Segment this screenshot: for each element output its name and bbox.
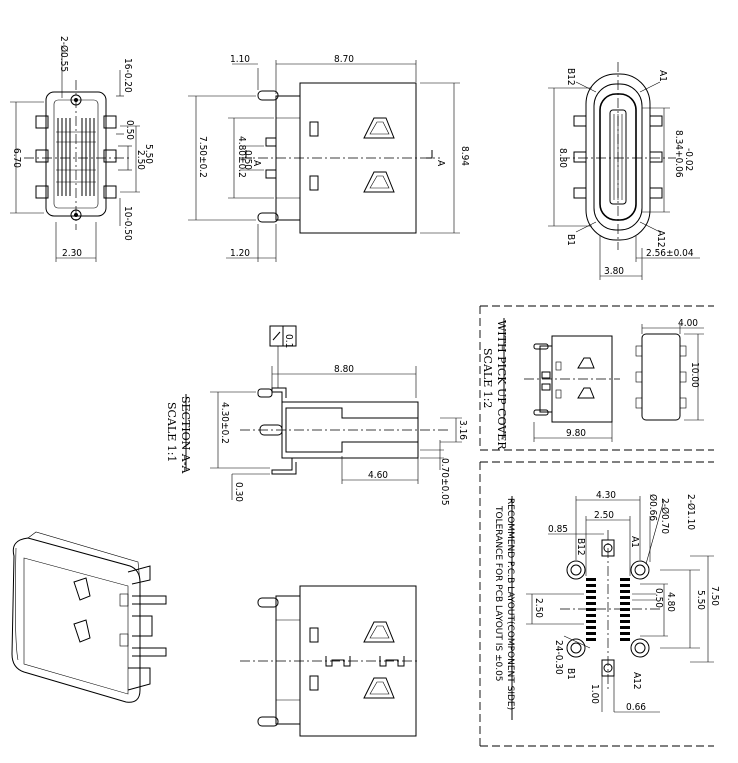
pcb-tolerance: TOLERANCE FOR PCB LAYOUT IS ±0.05: [493, 505, 503, 682]
pcb-layout: RECOMMEND P.C.B LAYOUT(COMPONENT SIDE) T…: [479, 461, 720, 747]
pcb-dim-small-hole: 2-Ø0.70: [659, 498, 671, 534]
pin-label-b1: B1: [565, 234, 576, 246]
dim-mount-span: 7.50±0.2: [197, 136, 208, 178]
bottom-front-view: [240, 585, 420, 737]
section-scale: SCALE 1:1: [165, 402, 178, 462]
dim-opening-width: 2.56±0.04: [646, 248, 694, 259]
dim-opening-tol: -0.02: [683, 148, 694, 171]
dim-pin-offset: 1.10: [230, 54, 250, 65]
dim-opening-height: 8.34+0.06: [673, 130, 684, 178]
pcb-dim-pad-width: 24-0.30: [553, 640, 564, 675]
pcb-dim-hole-pitch: 5.50: [695, 590, 706, 610]
dim-inner-span: 2.50: [135, 150, 146, 170]
dim-shell-height: 8.30: [557, 148, 568, 168]
end-view: B12 A1 B1 A12 8.30 8.34+0.06 -0.02 2.56±…: [548, 62, 700, 280]
dim-tongue-length: 4.60: [368, 470, 388, 481]
dim-body-length: 8.70: [334, 54, 354, 65]
dim-section-height: 4.30±0.2: [219, 402, 230, 444]
pcb-dim-via: Ø0.66: [647, 494, 659, 521]
pcb-dim-overall: 7.50: [709, 586, 720, 606]
dim-cover-length: 10.00: [689, 362, 700, 388]
section-mark-left: A: [251, 160, 262, 167]
dim-overall-length: 6.70: [11, 148, 22, 168]
dim-shell-width: 3.80: [604, 266, 624, 277]
dim-pad-span: 5.50: [143, 144, 154, 164]
pcb-dim-offset: 0.85: [548, 524, 568, 535]
pin-label-a12: A12: [655, 230, 666, 248]
cover-title: WITH PICK UP COVER: [495, 320, 508, 450]
dim-pin-offset-bottom: 1.20: [230, 248, 250, 259]
pin-label-a1: A1: [657, 70, 668, 82]
pcb-dim-pad-rows: 4.80: [665, 592, 676, 612]
pcb-dim-slot-length: 1.00: [589, 684, 600, 704]
front-view: 1.10 8.70 7.50±0.2 4.80±0.2 0.50 8.94 1.…: [188, 54, 470, 262]
pcb-label-b1: B1: [565, 668, 576, 680]
section-view: 0.1 8.80 4.30±0.2 3.16 4.60 0.70±0.05 0.…: [165, 325, 468, 506]
dim-cover-depth: 9.80: [566, 428, 586, 439]
dim-lead-thk: 0.30: [233, 482, 244, 502]
pcb-dim-pad-span: 2.50: [594, 510, 614, 521]
dim-hole-dia: 2-Ø0.55: [58, 36, 70, 72]
dim-inner-mount: 4.80±0.2: [236, 136, 247, 178]
section-mark-right: A: [435, 160, 446, 167]
pcb-dim-pad-pitch: 0.50: [653, 588, 664, 608]
dim-pin-width: 16-0.20: [122, 58, 133, 93]
cover-view: WITH PICK UP COVER SCALE 1:2 4.00 10.0: [479, 305, 714, 451]
dim-body-height: 8.94: [459, 146, 470, 166]
dim-tongue-thk: 0.70±0.05: [439, 458, 450, 506]
pcb-dim-hole-span: 4.30: [596, 490, 616, 501]
dim-offset: 0.50: [124, 120, 135, 140]
pcb-dim-large-hole: 2-Ø1.10: [685, 494, 697, 530]
pcb-label-a1: A1: [629, 536, 640, 548]
flatness-value: 0.1: [283, 334, 294, 348]
pcb-label-b12: B12: [575, 538, 586, 556]
cover-scale: SCALE 1:2: [481, 348, 494, 408]
dim-pin-thk: 0.50: [242, 150, 253, 170]
dim-section-length: 8.80: [334, 364, 354, 375]
pcb-label-a12: A12: [631, 672, 642, 690]
top-view: 2-Ø0.55 16-0.20 6.70 5.50 2.50 0.50 10-0…: [10, 36, 154, 262]
pin-label-b12: B12: [565, 68, 576, 86]
pcb-dim-slot-width: 0.66: [626, 702, 646, 713]
dim-cover-width: 4.00: [678, 318, 698, 329]
dim-pin-pitch: 10-0.50: [122, 206, 133, 241]
dim-tongue-height: 3.16: [457, 420, 468, 440]
pcb-dim-row-gap: 2.50: [533, 598, 544, 618]
isometric-view: [11, 531, 167, 703]
pcb-title: RECOMMEND P.C.B LAYOUT(COMPONENT SIDE): [505, 498, 515, 710]
dim-width: 2.30: [62, 248, 82, 259]
